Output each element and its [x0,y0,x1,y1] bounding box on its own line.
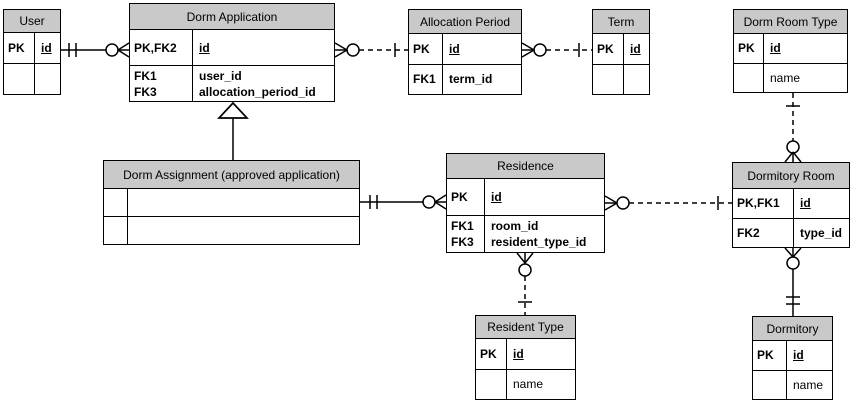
entity-title: Dormitory Room [733,163,849,189]
entity-title: User [4,10,60,33]
key-cell: PK [753,341,787,370]
key-cell: PK [476,339,507,369]
key-cell: PK [447,179,485,215]
value-cell: name [513,377,544,392]
table-row: PK id [447,179,604,215]
key-cell [104,189,128,216]
value-cell [128,189,359,216]
table-row [4,63,60,94]
value-cell [624,65,649,95]
rel-residence-dormitory-room [604,195,732,211]
value-cell: type_id [800,225,843,240]
value-cell: id [199,40,210,55]
key-cell: FK1 [409,64,443,94]
key-cell: PK,FK1 [733,189,794,218]
value-cell: id [491,190,502,204]
value-cell: name [770,70,801,85]
value-cell: user_id allocation_period_id [199,68,316,99]
rel-dorm-room-type-dormitory-room [784,93,802,163]
entity-title: Residence [447,154,604,179]
key-cell: FK2 [733,218,794,247]
rel-subtype-dorm-application-dorm-assignment [217,101,249,160]
entity-dormitory: Dormitory PK id name [752,316,833,400]
table-row: FK2 type_id [733,217,849,247]
entity-title: Dorm Application [130,4,334,30]
entity-title: Dorm Room Type [734,10,847,34]
table-row: PK id [4,33,60,63]
key-cell [476,369,507,399]
key-cell [734,63,764,92]
value-cell: id [41,41,52,55]
key-cell: PK [734,34,764,63]
table-row: PK,FK2 id [130,30,334,65]
entity-title: Term [593,10,649,34]
key-cell [104,217,128,244]
rel-user-dorm-application [61,42,130,58]
value-cell: id [770,41,781,56]
entity-residence: Residence PK id FK1 FK3 room_id resident… [446,153,605,253]
entity-resident-type: Resident Type PK id name [475,315,576,400]
entity-title: Dorm Assignment (approved application) [104,161,359,189]
entity-user: User PK id [3,9,61,95]
table-row: PK,FK1 id [733,189,849,218]
table-row: PK id [734,34,847,63]
entity-allocation-period: Allocation Period PK id FK1 term_id [408,9,522,95]
key-cell: PK [4,33,35,63]
entity-dorm-room-type: Dorm Room Type PK id name [733,9,848,93]
table-row: name [476,368,575,399]
rel-residence-resident-type [516,252,534,315]
rel-dorm-assignment-residence [360,194,447,210]
table-row: FK1 FK3 room_id resident_type_id [447,215,604,252]
value-cell: name [793,377,824,392]
rel-dormitory-room-dormitory [784,247,802,316]
entity-term: Term PK id [592,9,650,95]
value-cell: id [449,41,460,56]
rel-dorm-application-allocation-period [334,42,408,58]
rel-allocation-period-term [521,42,592,58]
table-row [104,189,359,216]
key-cell [593,64,624,94]
key-cell: FK1 FK3 [130,66,193,101]
value-cell: id [793,348,804,363]
table-row: PK id [409,34,521,64]
entity-title: Resident Type [476,316,575,339]
value-cell: term_id [449,72,493,87]
table-row: name [753,369,832,399]
entity-dorm-assignment: Dorm Assignment (approved application) [103,160,360,245]
table-row: name [734,62,847,92]
table-row: FK1 FK3 user_id allocation_period_id [130,65,334,101]
value-cell [128,217,359,244]
key-cell: PK [593,34,624,64]
key-cell [4,64,35,94]
table-row [104,216,359,244]
table-row [593,63,649,95]
key-cell: PK [409,34,443,64]
key-cell: PK,FK2 [130,30,193,65]
key-cell [753,370,787,399]
table-row: FK1 term_id [409,63,521,94]
table-row: PK id [753,341,832,370]
table-row: PK id [476,339,575,369]
entity-dormitory-room: Dormitory Room PK,FK1 id FK2 type_id [732,162,850,248]
key-cell: FK1 FK3 [447,216,485,252]
value-cell [35,64,60,94]
value-cell: id [513,346,524,361]
table-row: PK id [593,34,649,64]
entity-title: Allocation Period [409,10,521,34]
value-cell: id [630,41,641,56]
value-cell: room_id resident_type_id [491,219,587,249]
entity-dorm-application: Dorm Application PK,FK2 id FK1 FK3 user_… [129,3,335,102]
value-cell: id [800,196,811,211]
entity-title: Dormitory [753,317,832,341]
